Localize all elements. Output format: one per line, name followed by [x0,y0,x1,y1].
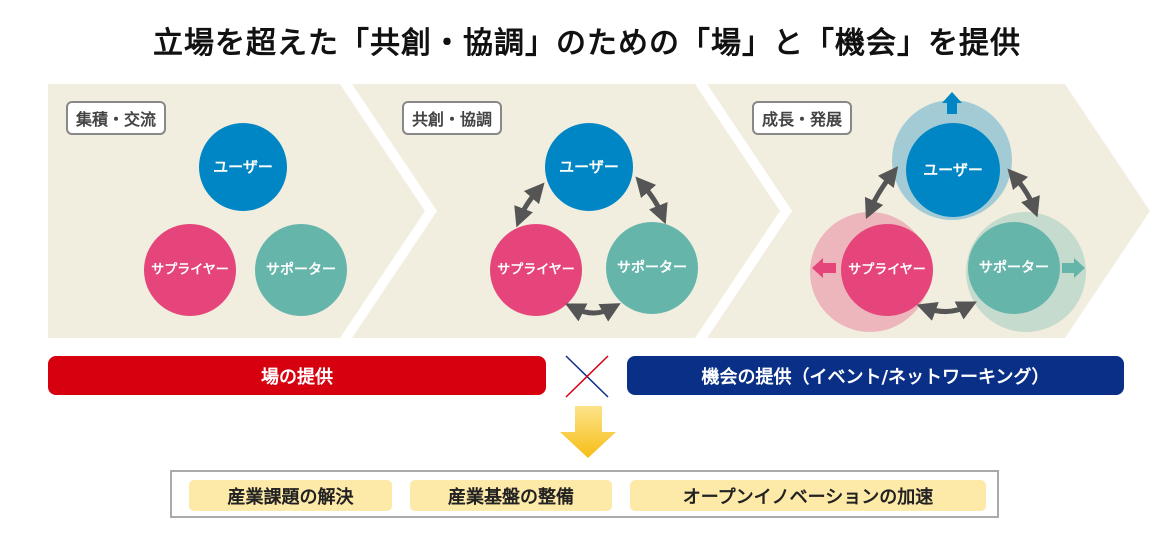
double-arrow-icon [635,176,668,225]
outcome-item: 産業課題の解決 [189,480,392,511]
double-arrow-icon [864,166,899,220]
user-circle [906,123,1000,217]
supporter-circle [606,222,698,314]
double-arrow-icon [565,303,621,322]
supplier-circle [841,224,933,316]
up-arrow-icon [942,92,962,114]
outcome-item: 産業基盤の整備 [410,480,612,511]
stage-2-label: 共創・協調 [402,101,503,135]
place-provision-bar: 場の提供 [48,356,546,395]
double-arrow-icon [916,301,977,321]
double-arrow-icon [514,182,545,228]
double-arrow-icon [1007,168,1040,218]
stage-3-label: 成長・発展 [752,101,853,135]
supporter-label: サポーター [617,259,687,276]
supplier-circle [144,224,236,316]
user-circle [545,123,633,211]
supplier-label: サプライヤー [497,263,575,278]
user-label: ユーザー [213,158,273,176]
right-arrow-icon [1062,258,1085,278]
user-label: ユーザー [923,161,983,179]
down-arrow-icon [560,406,616,458]
outcomes-box [170,470,999,518]
user-circle [199,123,287,211]
stage-1-circles: ユーザー サプライヤー サポーター [144,123,347,316]
opportunity-provision-bar: 機会の提供（イベント/ネットワーキング） [627,356,1124,395]
supporter-circle [968,222,1060,314]
supporter-label: サポーター [266,261,336,278]
supporter-circle [255,224,347,316]
supplier-circle [490,224,582,316]
stage-1-label: 集積・交流 [66,101,167,135]
user-label: ユーザー [559,158,619,176]
supplier-label: サプライヤー [151,263,229,278]
stage-2-circles: ユーザー サプライヤー サポーター [490,123,698,322]
page-title: 立場を超えた「共創・協調」のための「場」と「機会」を提供 [153,26,1021,61]
supporter-label: サポーター [979,259,1049,276]
left-arrow-icon [812,258,836,278]
supplier-label: サプライヤー [848,263,926,278]
outcome-item: オープンイノベーションの加速 [630,480,986,511]
stage-3-circles: ユーザー サプライヤー サポーター [810,92,1086,332]
